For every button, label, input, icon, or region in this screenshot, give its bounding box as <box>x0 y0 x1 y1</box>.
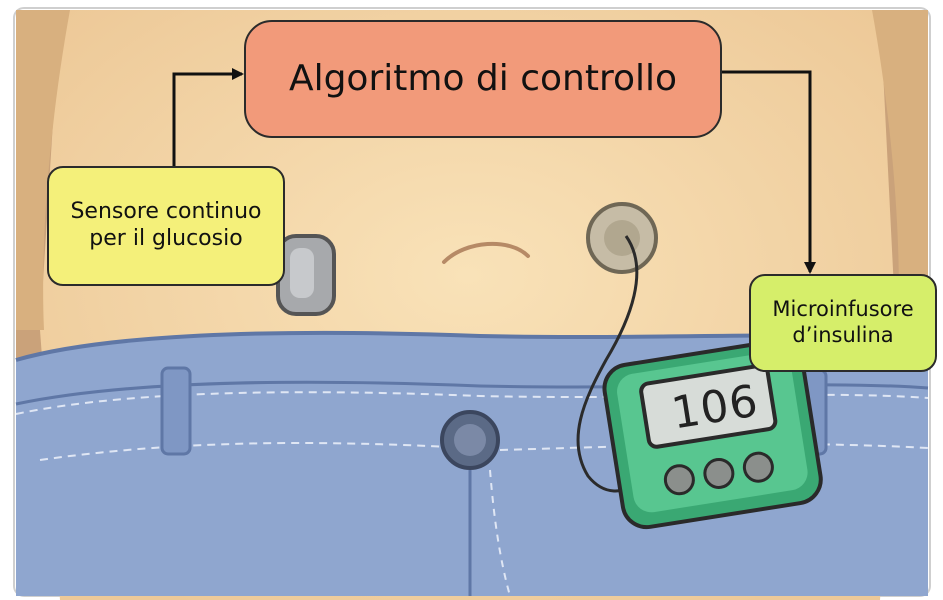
control-algorithm-box: Algoritmo di controllo <box>244 20 722 138</box>
glucose-sensor-label-line2: per il glucosio <box>89 226 243 251</box>
glucose-sensor-label-line1: Sensore continuo <box>70 199 262 225</box>
belt-loop-left <box>160 366 192 456</box>
pump-button-right-icon <box>742 451 774 483</box>
left-arm <box>16 10 70 330</box>
pump-button-middle-icon <box>703 457 735 489</box>
insulin-pump-label-line2: d’insulina <box>792 323 894 347</box>
fly-stitch <box>489 469 511 597</box>
control-algorithm-label: Algoritmo di controllo <box>288 58 678 100</box>
insulin-pump-label-line1: Microinfusore <box>772 297 914 322</box>
jeans-button-inner <box>454 424 486 456</box>
waistband-stitch <box>15 391 929 415</box>
pocket-stitch-left <box>39 442 471 461</box>
glucose-sensor-box: Sensore continuo per il glucosio <box>47 166 285 286</box>
right-arm <box>872 10 928 330</box>
insulin-pump-box: Microinfusore d’insulina <box>749 274 937 372</box>
belly-button <box>442 241 530 264</box>
arrow-sensor-to-algorithm <box>172 68 244 166</box>
arrow-algorithm-to-pump <box>722 70 816 274</box>
infusion-tubing <box>576 235 641 493</box>
sensor-highlight <box>290 248 314 298</box>
pump-screen-bg <box>639 363 778 449</box>
insulin-pump <box>602 338 823 530</box>
pump-button-left-icon <box>663 464 695 496</box>
